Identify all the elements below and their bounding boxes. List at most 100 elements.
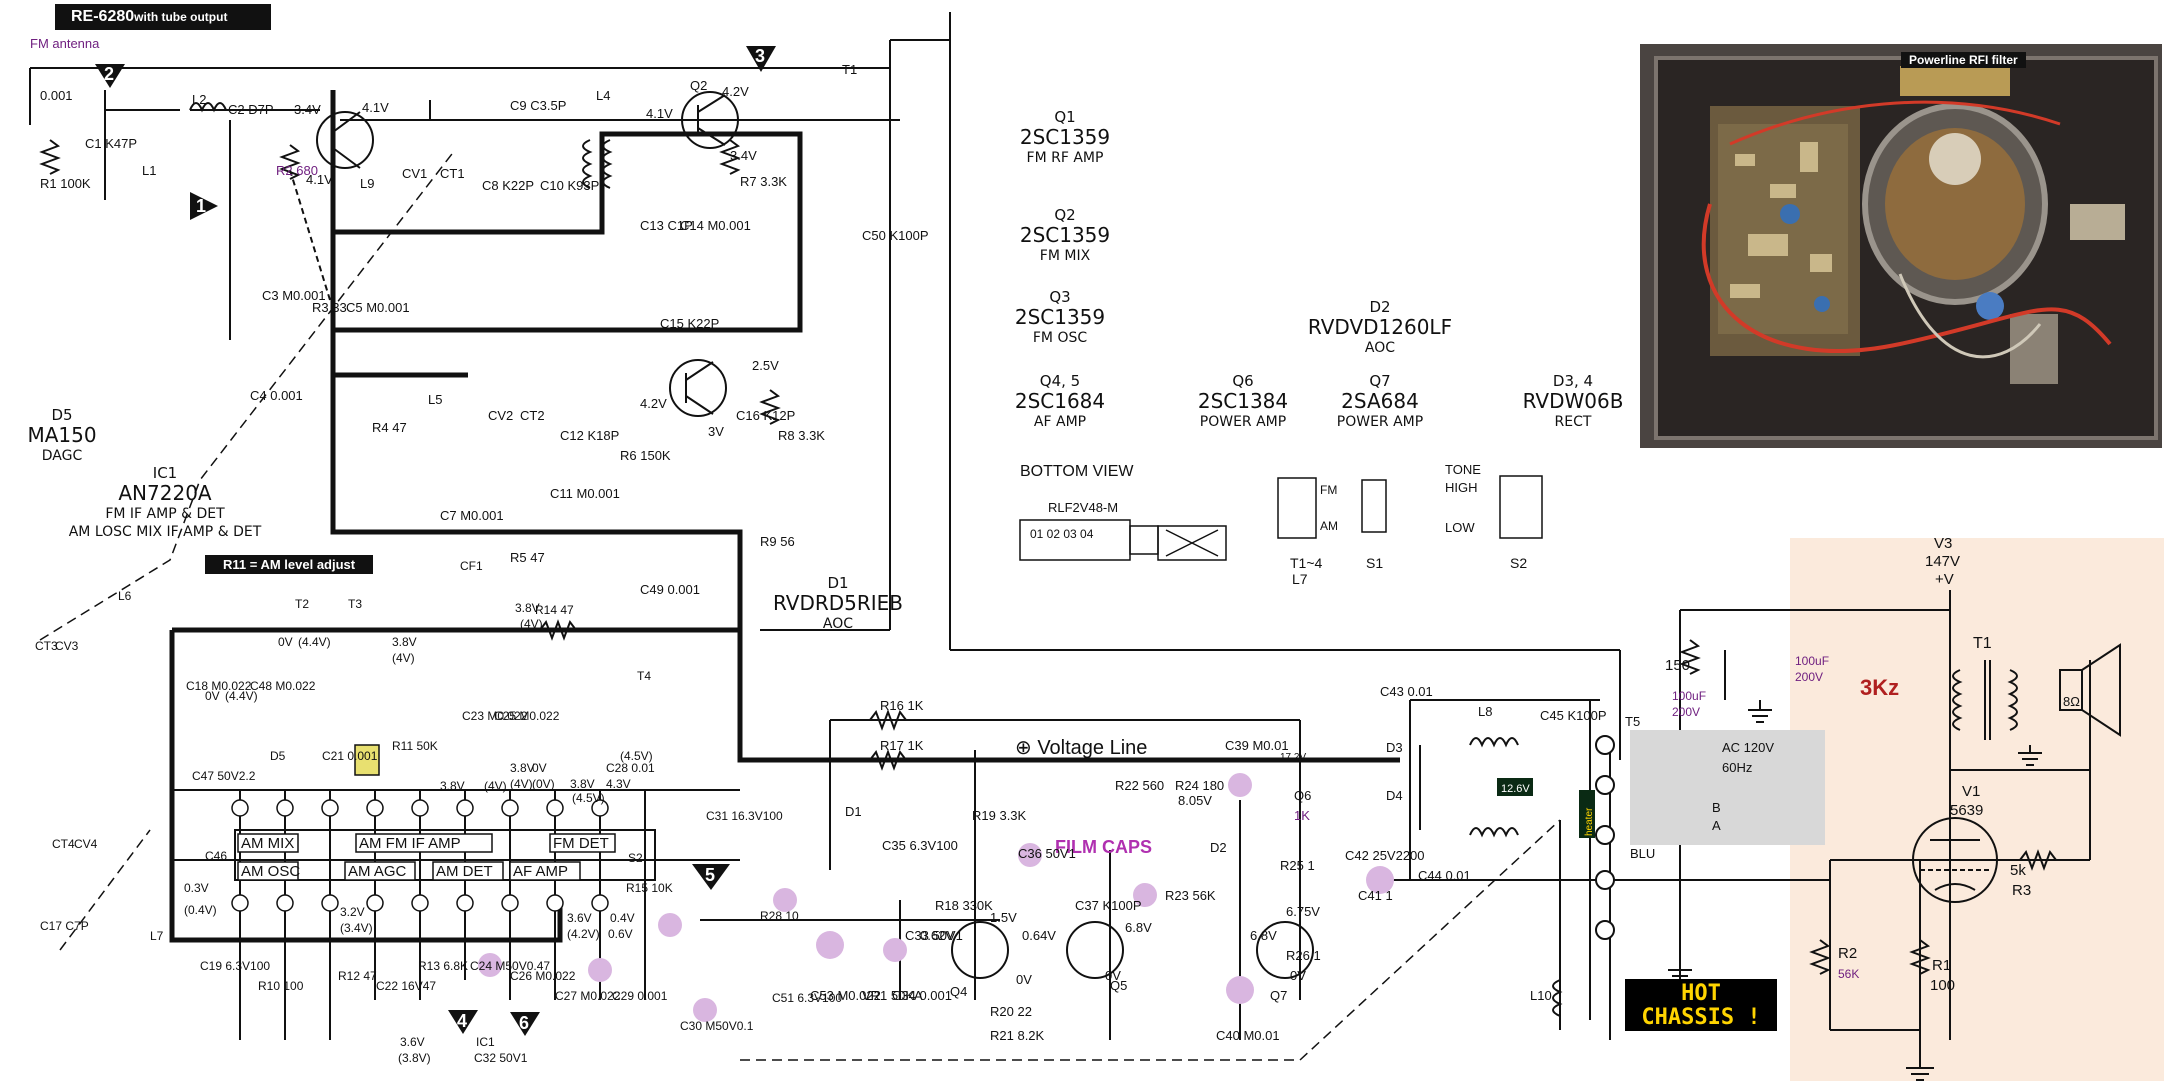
if-label: L7 [150,929,164,943]
af-label: 0V [1290,968,1306,983]
tube-label: 147V [1925,553,1960,570]
if-label: IC1 [476,1035,495,1049]
ic-block-am-mix: AM MIX [241,835,294,852]
if-label: C32 50V1 [474,1051,528,1065]
if-label: L6 [118,589,132,603]
bottom-view-title: BOTTOM VIEW [1020,463,1134,480]
if-label: 0V [532,761,547,775]
part-ref: Q3 [1049,288,1070,306]
v1-tube [1912,817,1998,903]
if-label: CT4 [52,837,75,851]
ic1-ref: IC1 [153,464,177,482]
af-label: C40 M0.01 [1216,1028,1280,1043]
tube-label: 8Ω [2063,694,2080,709]
if-label: (4.5V) [620,749,653,763]
rf-label: C9 C3.5P [510,98,566,113]
marker-2: 2 [104,64,114,84]
part-number: 2SC1359 [1020,223,1110,247]
tube-label: R1 [1932,957,1951,974]
if-label: (3.4V) [340,921,373,935]
film-caps-label: FILM CAPS [1055,837,1152,857]
if-label: 3.8V [570,777,595,791]
af-label: D3 [1386,740,1403,755]
title-text: RE-6280with tube output [71,8,228,25]
wire [289,169,331,301]
chassis-photo [1640,44,2162,448]
if-label: C21 0.001 [322,749,378,763]
if-label: R28 10 [760,909,799,923]
af-label: D4 [1386,788,1403,803]
hot-chassis-line-1: HOT [1681,981,1721,1006]
rf-label: C12 K18P [560,428,619,443]
tube-label: R2 [1838,945,1857,962]
af-label: 0V [1016,972,1032,987]
rf-label: 4.1V [362,100,389,115]
rf-label: C5 M0.001 [346,300,410,315]
rf-label: T1 [842,62,857,77]
speaker-symbol [1984,643,2121,740]
af-label: 6.8V [1250,928,1277,943]
af-label: C34 0.001 [892,988,952,1003]
rf-label: C14 M0.001 [680,218,751,233]
if-label: 0.4V [610,911,635,925]
tone-label: TONE [1445,462,1481,477]
voltage-tag-background [1497,778,1533,796]
film-cap-highlights [478,773,1394,1022]
marker-5: 5 [705,865,715,885]
rf-label: R7 3.3K [740,174,787,189]
tube-label: 56K [1838,967,1859,981]
af-label: C37 K100P [1075,898,1142,913]
marker-6: 6 [519,1013,529,1033]
hot-chassis-warning: HOT CHASSIS ! [1625,979,1777,1031]
af-label: D2 [1210,840,1227,855]
fm-label: FM [1320,483,1337,497]
tube-label: 200V [1795,670,1823,684]
if-label: C23 M0.022 [462,709,528,723]
rf-label: L2 [192,92,206,107]
af-label: R24 180 [1175,778,1224,793]
part-ref: Q4, 5 [1040,372,1080,390]
ic-block-group: AM MIX AM FM IF AMP FM DET AM OSC AM AGC… [237,833,616,881]
if-label: CF1 [460,559,483,573]
af-label: R26 1 [1286,948,1321,963]
af-label: R19 3.3K [972,808,1027,823]
if-label: 0V [205,689,220,703]
bottom-view: BOTTOM VIEW RLF2V48-M 01 02 03 04 T1~4 L… [1019,462,1543,587]
rf-label: R6 150K [620,448,671,463]
part-ref: D2 [1369,298,1390,316]
af-label: R25 1 [1280,858,1315,873]
af-label: Q7 [1270,988,1287,1003]
ground-symbols [1668,700,2042,1081]
af-label: 12.6V [1501,783,1530,795]
part-number: 2SA684 [1341,389,1419,413]
if-label: CV3 [55,639,79,653]
af-label: C42 25V2200 [1345,848,1425,863]
ic-block-am-osc: AM OSC [241,863,300,880]
dashed-boundary [39,149,1561,1061]
af-label: R20 22 [990,1004,1032,1019]
rf-label: C49 0.001 [640,582,700,597]
if-label: R11 50K [392,739,438,753]
ic-pins [231,799,609,912]
if-label: C22 16V47 [376,979,436,993]
if-label: C48 M0.022 [250,679,316,693]
af-label: C36 50V1 [1018,846,1076,861]
rf-label: CT2 [520,408,545,423]
part-function: FM RF AMP [1027,150,1104,166]
q3-transistor [669,359,727,417]
if-label: C17 C7P [40,919,89,933]
if-label: (4.5V) [572,791,605,805]
marker-3: 3 [755,46,765,66]
rf-label: C13 C1P [640,218,693,233]
d1-ref: D1 [827,574,848,592]
frequency-note: 3Kz [1860,675,1899,700]
part-ref: Q1 [1054,108,1075,126]
af-label: L10 [1530,988,1552,1003]
inductor-coils [189,102,2018,1017]
s1-label: S1 [1366,555,1383,571]
part-function: AOC [1365,340,1395,356]
if-label: CV4 [74,837,98,851]
tube-section-labels: V3 147V +V 150 100uF 200V 100uF 200V T1 … [1665,535,2080,994]
af-label: C41 1 [1358,888,1393,903]
fm-antenna-label: FM antenna [30,36,100,51]
